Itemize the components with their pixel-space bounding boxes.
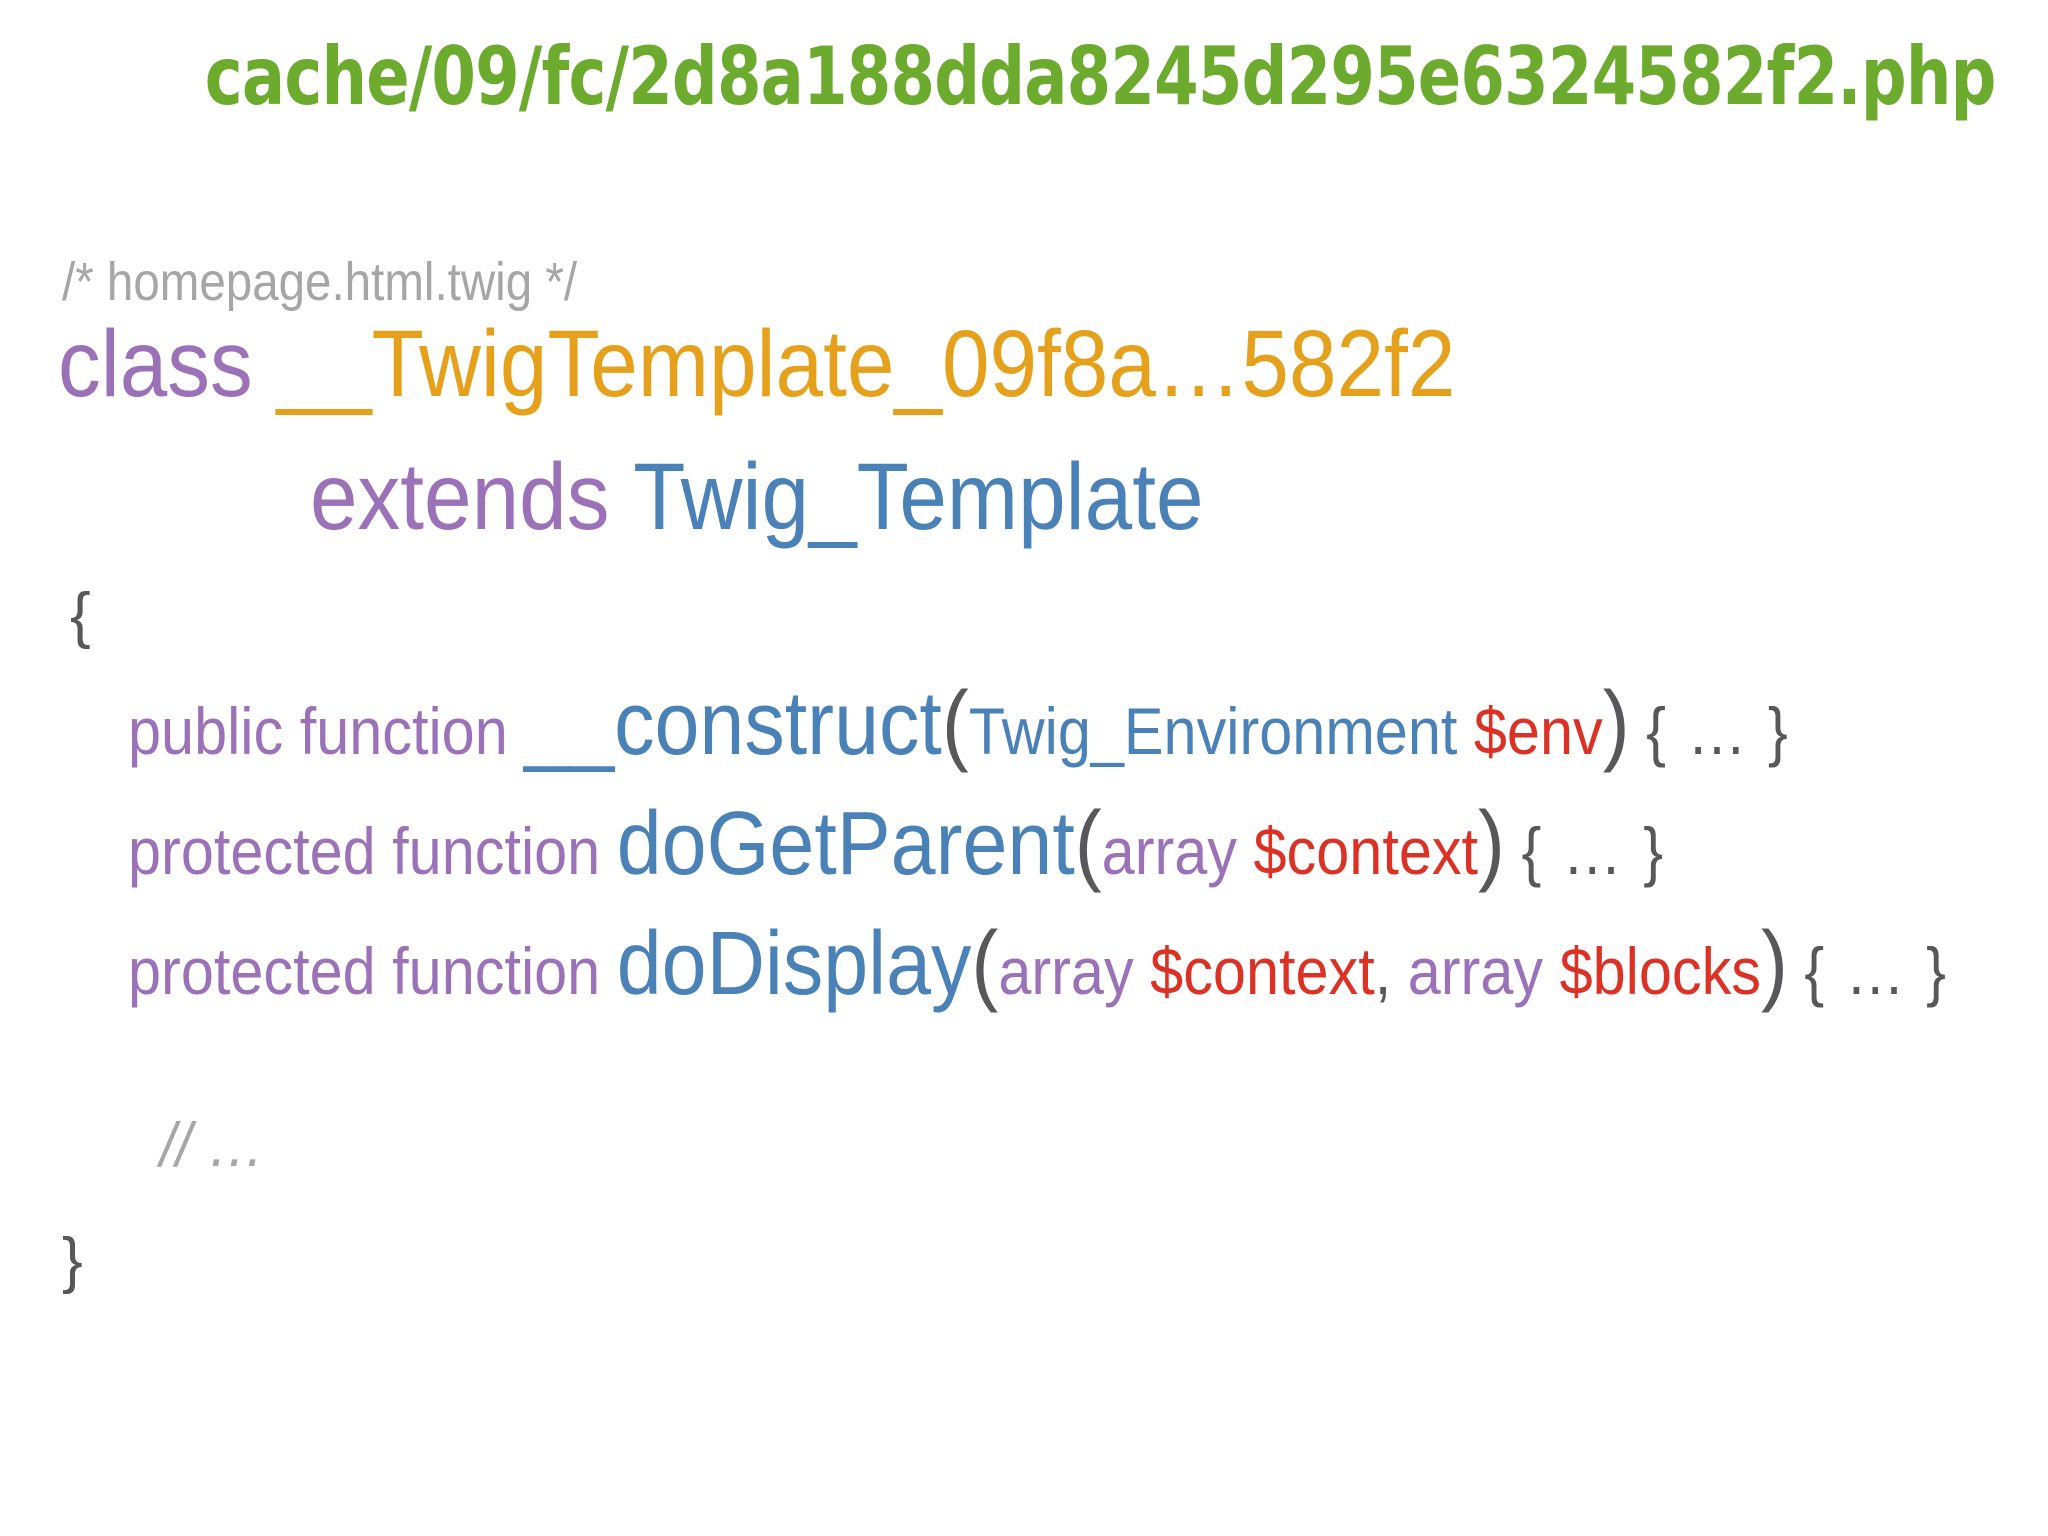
param-type: array: [1407, 934, 1544, 1008]
space: [1630, 694, 1647, 768]
space: [1237, 814, 1254, 888]
space: [508, 694, 525, 768]
method-name: doDisplay: [616, 914, 972, 1014]
space: [600, 934, 617, 1008]
code-line-class-declaration: class __TwigTemplate_09f8a…582f2: [58, 317, 1455, 412]
parent-class-name: Twig_Template: [633, 444, 1204, 550]
space: [609, 444, 633, 550]
space: [1788, 934, 1805, 1008]
param-variable: $context: [1150, 934, 1375, 1008]
space: [1505, 814, 1522, 888]
paren-open: (: [1074, 794, 1102, 894]
paren-close: ): [1478, 794, 1505, 894]
param-variable: $env: [1473, 694, 1603, 768]
method-modifiers: public function: [128, 694, 508, 768]
paren-close: ): [1760, 914, 1788, 1014]
param-type: array: [998, 934, 1134, 1008]
paren-close: ): [1602, 674, 1630, 774]
param-variable: $context: [1253, 814, 1479, 888]
space: [1457, 694, 1474, 768]
method-body-ellipsis: { … }: [1646, 694, 1791, 768]
method-body-ellipsis: { … }: [1804, 934, 1949, 1008]
method-body-ellipsis: { … }: [1521, 814, 1666, 888]
code-line-method-construct: public function __construct(Twig_Environ…: [128, 679, 1791, 770]
space: [1134, 934, 1151, 1008]
method-name: doGetParent: [616, 794, 1075, 894]
code-line-method-dogetparent: protected function doGetParent(array $co…: [128, 799, 1666, 890]
param-separator: ,: [1374, 934, 1408, 1008]
space: [1543, 934, 1560, 1008]
paren-open: (: [971, 914, 999, 1014]
code-line-file-comment: /* homepage.html.twig */: [62, 252, 578, 312]
paren-open: (: [941, 674, 969, 774]
method-modifiers: protected function: [128, 934, 601, 1008]
space: [600, 814, 617, 888]
param-type: array: [1101, 814, 1237, 888]
param-variable: $blocks: [1559, 934, 1761, 1008]
code-line-close-brace: }: [62, 1226, 83, 1295]
code-line-extends: extends Twig_Template: [310, 450, 1204, 545]
keyword-extends: extends: [310, 444, 610, 550]
code-line-method-dodisplay: protected function doDisplay(array $cont…: [128, 919, 1949, 1010]
param-type: Twig_Environment: [968, 694, 1458, 768]
code-line-open-brace: {: [70, 581, 91, 650]
class-name: __TwigTemplate_09f8a…582f2: [276, 311, 1456, 417]
code-line-inner-comment: // …: [160, 1111, 265, 1180]
keyword-class: class: [58, 311, 253, 417]
page-title: cache/09/fc/2d8a188dda8245d295e6324582f2…: [204, 30, 1997, 123]
space: [253, 311, 277, 417]
method-name: __construct: [524, 674, 942, 774]
method-modifiers: protected function: [128, 814, 601, 888]
